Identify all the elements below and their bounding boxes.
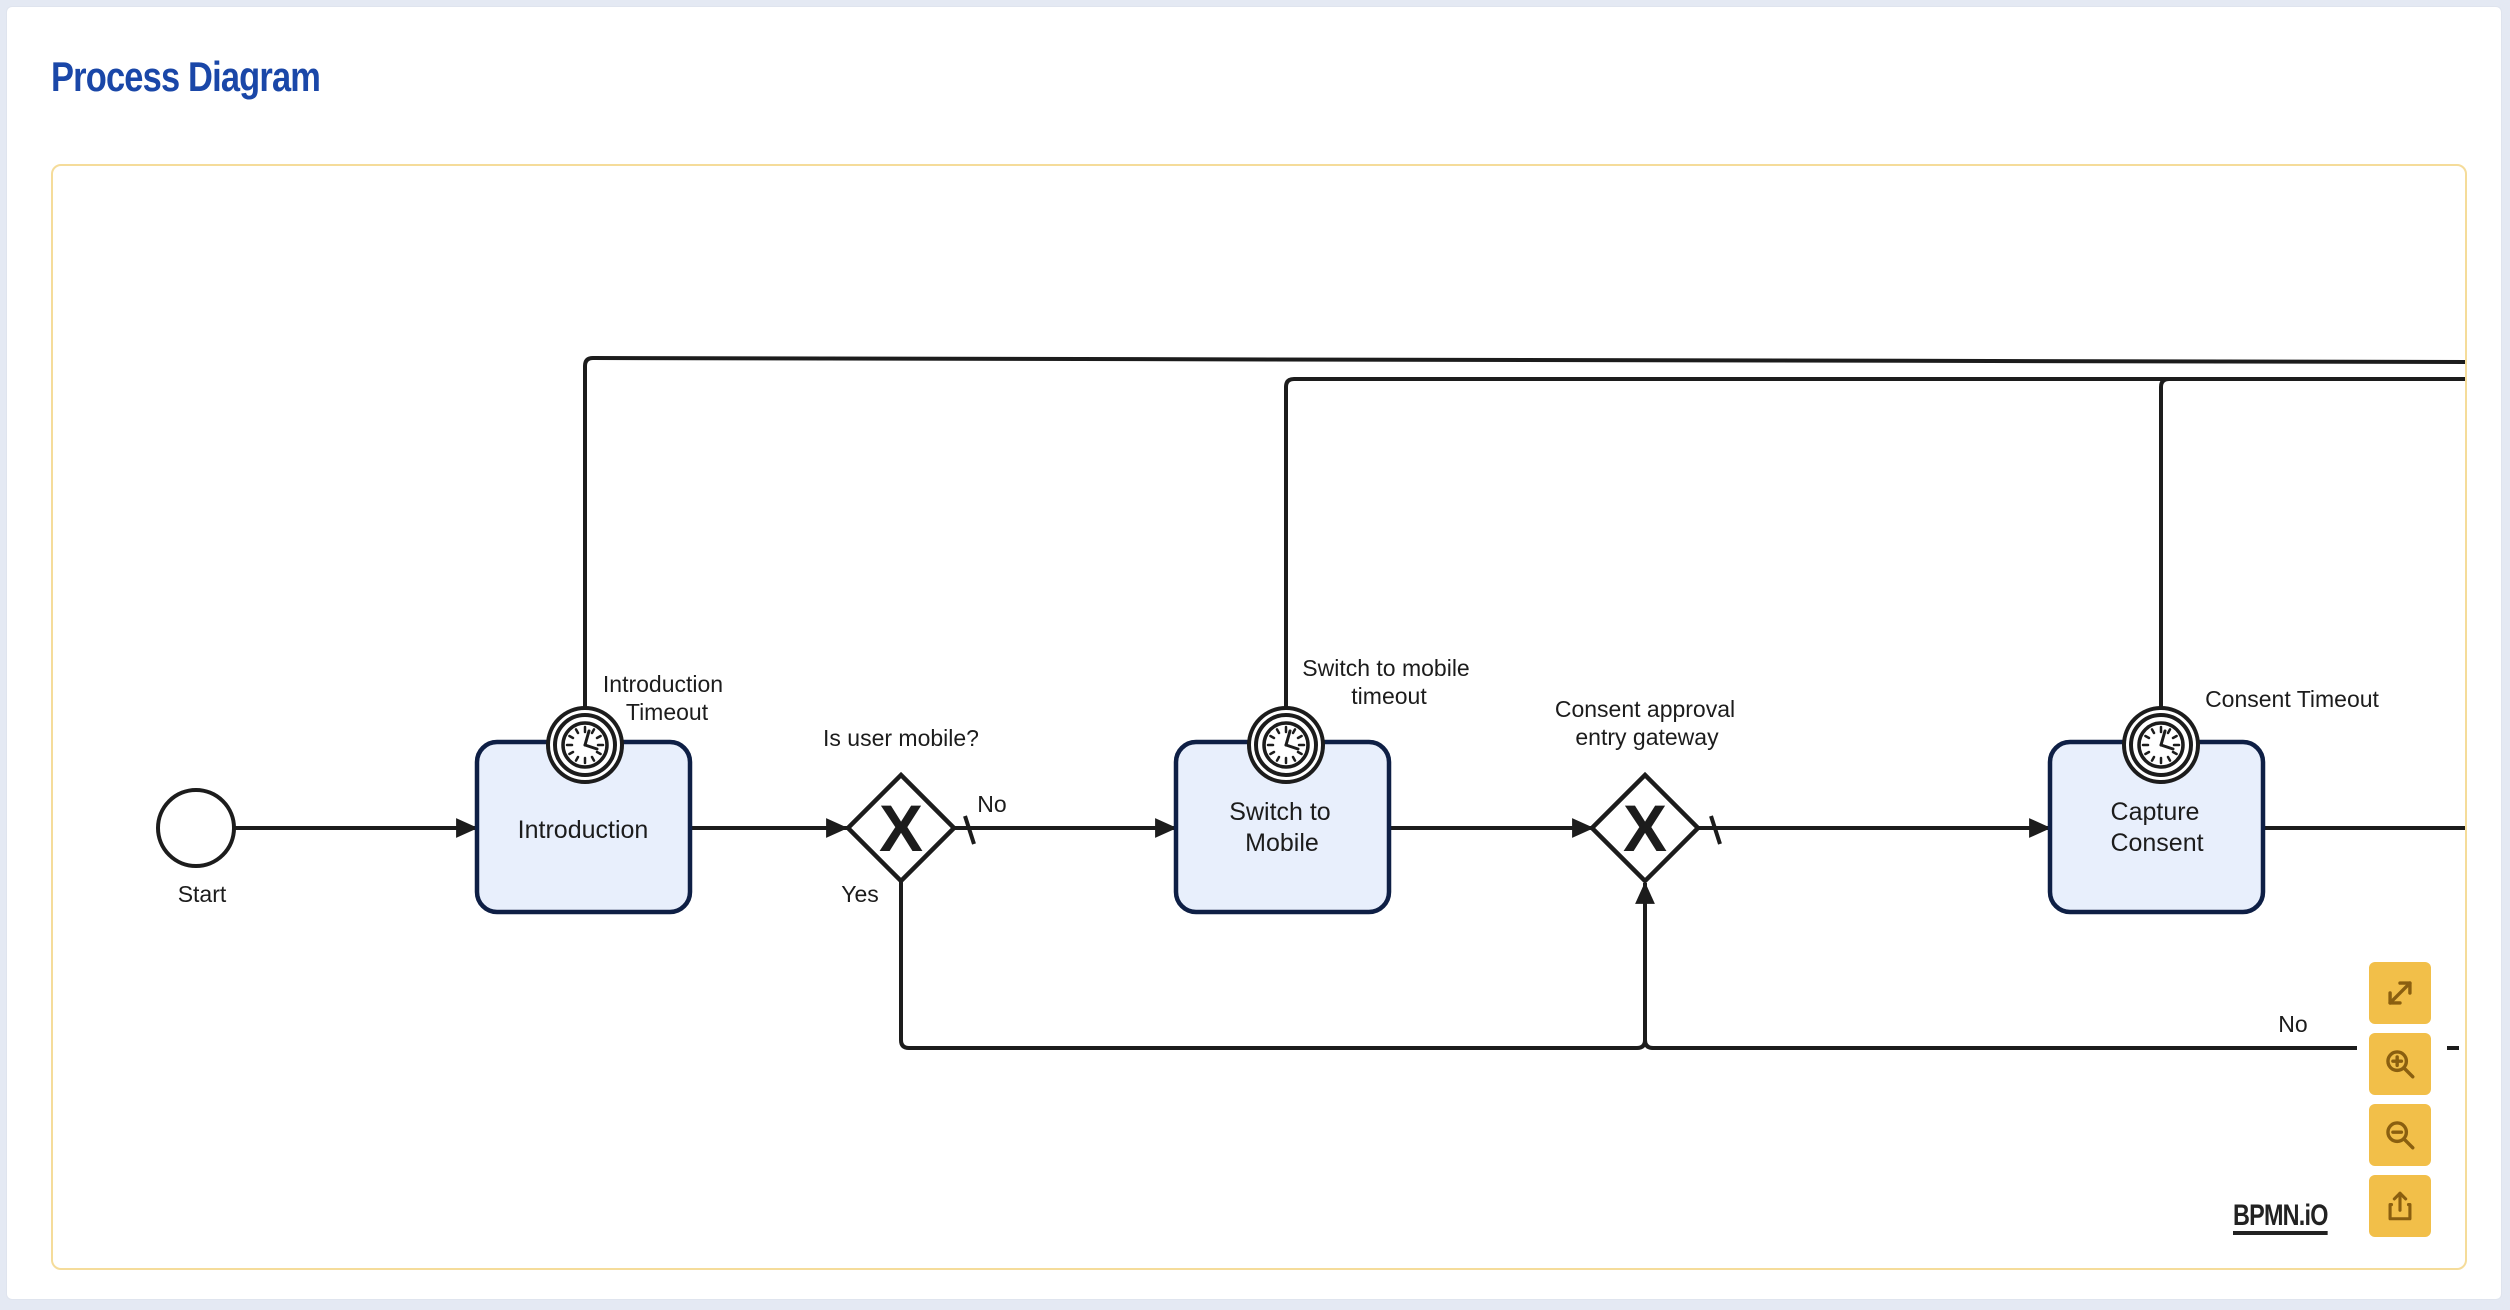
zoom-out-icon [2386,1121,2415,1150]
flow-bottom-no[interactable] [1643,1039,2357,1050]
clock-icon [565,725,605,765]
timer-consent-timeout[interactable] [2122,706,2200,784]
gateway-x-icon: X [1623,791,1667,865]
timer-label: timeout [1351,683,1427,709]
task-label: Consent [2110,829,2203,857]
task-switch-to-mobile[interactable]: Switch to Mobile [1173,739,1392,915]
timer-switch-to-mobile-timeout[interactable] [1247,706,1325,784]
export-icon [2388,1191,2412,1221]
flow-label-no: No [977,791,1006,817]
task-label: Capture [2111,798,2200,826]
zoom-in-icon [2386,1050,2415,1079]
timer-label: Timeout [626,699,709,725]
flow-switch-timeout[interactable] [1284,377,2467,711]
gateway-is-user-mobile[interactable]: X [844,771,958,885]
fit-view-button[interactable] [2369,962,2431,1024]
gateway-x-icon: X [879,791,923,865]
process-diagram-card: Process Diagram [6,6,2502,1300]
timer-label: Switch to mobile [1302,655,1469,681]
diagram-canvas[interactable]: Start Introduction Switch to Mobile Capt… [51,164,2467,1270]
expand-icon [2388,981,2412,1005]
timer-label: Consent Timeout [2205,686,2379,712]
clock-icon [2141,725,2181,765]
gateway-label: Consent approval [1555,696,1735,722]
flow-introduction-timeout[interactable] [583,356,2467,711]
clock-icon [1266,725,1306,765]
gateway-consent-approval-entry[interactable]: X [1588,771,1702,885]
default-flow-marker-1 [963,815,976,845]
timer-label: Introduction [603,671,723,697]
task-capture-consent[interactable]: Capture Consent [2047,739,2266,915]
export-button[interactable] [2369,1175,2431,1237]
default-flow-marker-2 [1709,815,1722,845]
gateway-label: Is user mobile? [823,725,979,751]
diagram-controls [2369,962,2433,1246]
page-title: Process Diagram [51,53,321,100]
task-label: Mobile [1245,829,1319,857]
flow-label-no: No [2278,1011,2307,1037]
zoom-out-button[interactable] [2369,1104,2431,1166]
task-label: Switch to [1229,798,1330,826]
flow-consent-timeout[interactable] [2159,377,2467,711]
bpmn-io-logo[interactable]: BPMN.iO [2233,1199,2328,1232]
timer-introduction-timeout[interactable] [546,706,624,784]
bpmn-diagram[interactable]: Start Introduction Switch to Mobile Capt… [53,166,2467,1270]
flow-label-yes: Yes [841,881,879,907]
task-label: Introduction [518,816,649,844]
start-event-label: Start [178,881,227,907]
start-event[interactable] [156,788,236,868]
gateway-label: entry gateway [1575,724,1719,750]
zoom-in-button[interactable] [2369,1033,2431,1095]
